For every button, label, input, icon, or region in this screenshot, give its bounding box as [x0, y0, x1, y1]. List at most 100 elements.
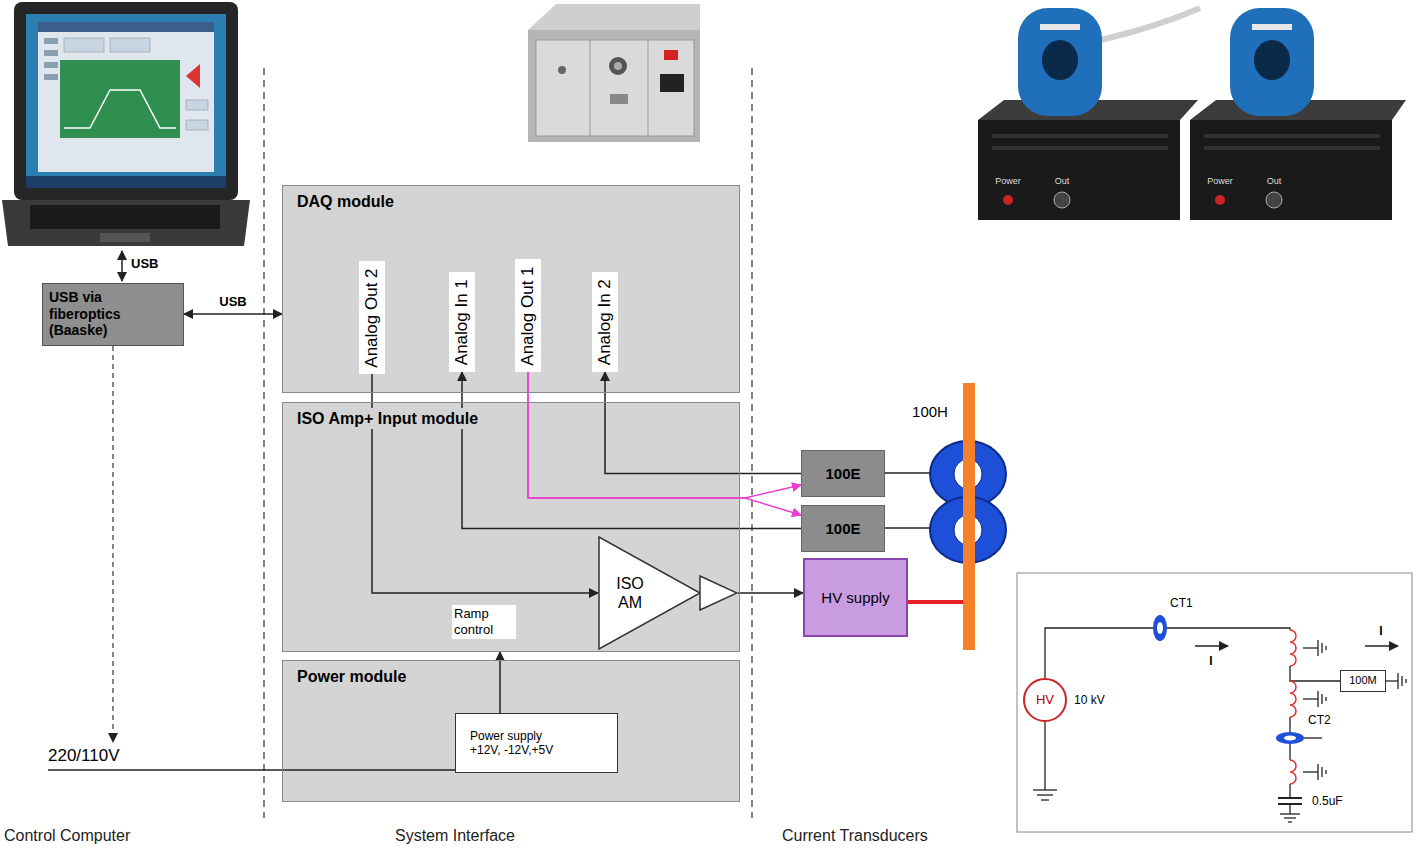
- amplifier-unit: [1042, 40, 1078, 80]
- device-picture: [614, 62, 622, 70]
- mains-label: 220/110V: [48, 746, 120, 766]
- ground-symbol: [1303, 647, 1318, 648]
- node-text: HV supply: [821, 589, 889, 607]
- amplifier-unit: [992, 134, 1168, 138]
- cable-label: USB: [131, 256, 158, 272]
- ct-symbol: [1284, 736, 1296, 741]
- coil-symbol: [1290, 681, 1296, 717]
- amplifier-unit: [978, 8, 1200, 220]
- module-fills: [282, 185, 740, 802]
- ground-symbol: [1288, 821, 1292, 822]
- ground-symbol: [1321, 767, 1322, 777]
- laptop-picture: [30, 205, 220, 229]
- ground-symbol: [1405, 679, 1406, 683]
- circuit-wire: [1289, 804, 1290, 814]
- node-text: ISO AM: [606, 574, 654, 612]
- ct-symbol: [1153, 615, 1167, 641]
- device-picture: [528, 4, 700, 142]
- ground-symbol: [1317, 764, 1318, 780]
- laptop-picture: [186, 100, 208, 110]
- separator-line: [751, 68, 752, 818]
- ground-symbol: [1033, 790, 1057, 800]
- part-label: 100H: [912, 403, 948, 421]
- hv-lead: [908, 600, 963, 604]
- laptop-picture: [100, 233, 150, 242]
- section-label: Control Computer: [4, 826, 130, 845]
- ground-symbol: [1303, 771, 1318, 772]
- laptop-picture: [60, 60, 180, 138]
- node-text: Analog In 1: [452, 279, 472, 365]
- module-title: DAQ module: [294, 191, 397, 212]
- module-box: DAQ moduleAnalog Out 2Analog In 1Analog …: [282, 185, 740, 393]
- laptop-picture: [26, 14, 226, 188]
- current-transformer: [885, 441, 1006, 563]
- node-text: Analog Out 1: [518, 266, 538, 365]
- ground-symbol: [1321, 643, 1322, 653]
- amplifier-unit: [1215, 195, 1225, 205]
- ground-symbol: [1303, 764, 1326, 780]
- amplifier-unit: [1054, 192, 1070, 208]
- device-picture: [536, 40, 694, 136]
- circuit-wire: [1045, 628, 1290, 678]
- ground-symbol: [1303, 698, 1318, 699]
- value-label: 10 kV: [1074, 693, 1105, 707]
- ground-symbol: [1037, 794, 1053, 795]
- signal-label: Analog In 1: [449, 272, 475, 372]
- module-title: ISO Amp+ Input module: [294, 408, 481, 429]
- ground-symbol: [1303, 691, 1326, 707]
- amplifier-unit: [1040, 24, 1080, 30]
- signal-label: Ramp control: [452, 605, 516, 638]
- module-fill: [282, 660, 740, 802]
- usb-converter-box: USB via fiberoptics (Baaske): [42, 283, 184, 346]
- laptop-picture: [64, 38, 104, 52]
- module-box: Power modulePower supply +12V, -12V,+5V: [282, 660, 740, 802]
- amplifier-picture: [978, 8, 1406, 220]
- ground-symbol: [1303, 640, 1326, 656]
- resistor-box: 100M: [1340, 670, 1386, 692]
- signal-connector: [462, 372, 801, 529]
- amplifier-unit: [1190, 8, 1406, 220]
- voltage-source-circle: HV: [1023, 678, 1067, 722]
- section-label: System Interface: [395, 826, 515, 845]
- capacitor-symbol: [1278, 797, 1302, 799]
- ground-symbol: [1397, 673, 1398, 689]
- current-arrow: [1365, 645, 1398, 646]
- laptop-picture: [44, 74, 58, 80]
- separator-lines: [264, 68, 752, 818]
- ct-symbol: [1276, 732, 1304, 744]
- current-label: I: [1209, 654, 1212, 668]
- laptop-picture: [26, 176, 226, 188]
- value-label: 0.5uF: [1312, 794, 1343, 808]
- node-text: Analog In 2: [595, 279, 615, 365]
- panel-label: Out: [1267, 176, 1282, 187]
- ground-symbol: [1386, 673, 1406, 689]
- signal-label: Analog In 2: [592, 272, 618, 372]
- part-label: CT1: [1170, 596, 1193, 610]
- ground-symbol: [1321, 694, 1322, 704]
- circuit-inset: [1017, 573, 1412, 832]
- separator-line: [263, 68, 264, 818]
- device-picture: [558, 66, 566, 74]
- ground-symbol: [1386, 680, 1398, 681]
- amplifier-symbol: [598, 536, 738, 650]
- module-title: Power module: [294, 666, 409, 687]
- circuit-wire: [1290, 666, 1340, 681]
- buffer-triangle: [700, 576, 737, 610]
- node-text: 100M: [1349, 674, 1377, 687]
- device-picture: [590, 40, 591, 136]
- amplifier-unit: [1230, 8, 1314, 116]
- laptop-picture: [2, 2, 250, 246]
- ground-symbol: [1033, 789, 1057, 790]
- ground-symbol: [1325, 646, 1326, 650]
- node-text: HV: [1036, 692, 1054, 708]
- coil-symbol: [1290, 760, 1296, 784]
- device-picture: [610, 94, 628, 104]
- iso-amplifier: ISO AM: [598, 536, 738, 650]
- laptop-picture: [110, 38, 150, 52]
- amplifier-unit: [1204, 134, 1380, 138]
- signal-connector: [372, 374, 598, 593]
- amplifier-unit: [1252, 24, 1292, 30]
